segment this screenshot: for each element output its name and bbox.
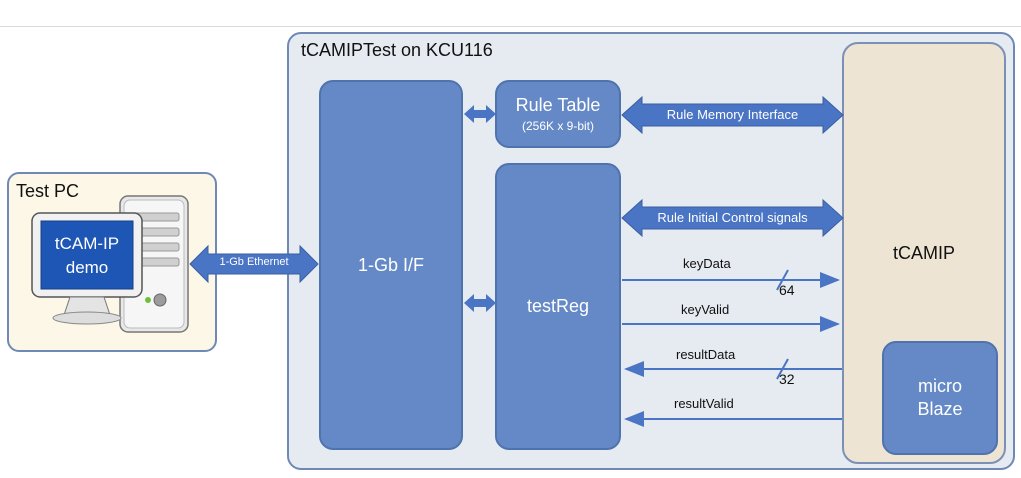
rule-control-label: Rule Initial Control signals bbox=[657, 210, 808, 225]
resultdata-label: resultData bbox=[676, 347, 736, 362]
rule-table-block: Rule Table (256K x 9-bit) bbox=[495, 80, 621, 148]
keydata-width: 64 bbox=[779, 282, 795, 298]
monitor-screen-text: tCAM-IP demo bbox=[41, 232, 133, 280]
resultvalid-label: resultValid bbox=[674, 396, 734, 411]
gbif-rule-arrow bbox=[464, 105, 496, 123]
rule-memory-label: Rule Memory Interface bbox=[666, 107, 799, 122]
screen-line1: tCAM-IP bbox=[54, 234, 120, 253]
rule-memory-arrow bbox=[621, 95, 844, 135]
gb-if-label: 1-Gb I/F bbox=[357, 254, 424, 275]
resultdata-bus-slash bbox=[776, 358, 789, 380]
rule-table-size: (256K x 9-bit) bbox=[521, 119, 595, 133]
keydata-label: keyData bbox=[683, 256, 731, 271]
board-title: tCAMIPTest on KCU116 bbox=[301, 40, 493, 60]
testreg-block: testReg bbox=[495, 163, 621, 450]
resultdata-width: 32 bbox=[779, 371, 795, 387]
top-divider bbox=[0, 26, 1021, 27]
rule-control-arrow bbox=[621, 198, 844, 238]
tcamip-label: tCAMIP bbox=[892, 243, 955, 263]
computer-icon bbox=[31, 195, 189, 333]
gb-if-block: 1-Gb I/F bbox=[319, 80, 463, 450]
testreg-label: testReg bbox=[526, 296, 590, 316]
microblaze-block: micro Blaze bbox=[882, 341, 998, 455]
gbif-testreg-arrow bbox=[464, 294, 496, 312]
screen-line2: demo bbox=[65, 258, 109, 277]
ethernet-label: 1-Gb Ethernet bbox=[219, 256, 289, 268]
rule-table-label: Rule Table bbox=[515, 95, 601, 115]
microblaze-label-line2: Blaze bbox=[917, 399, 963, 419]
test-pc-title: Test PC bbox=[16, 181, 80, 201]
keydata-bus-slash bbox=[776, 269, 789, 291]
microblaze-label-line1: micro bbox=[918, 376, 962, 396]
ethernet-arrow bbox=[189, 244, 319, 284]
keyvalid-label: keyValid bbox=[681, 302, 730, 317]
